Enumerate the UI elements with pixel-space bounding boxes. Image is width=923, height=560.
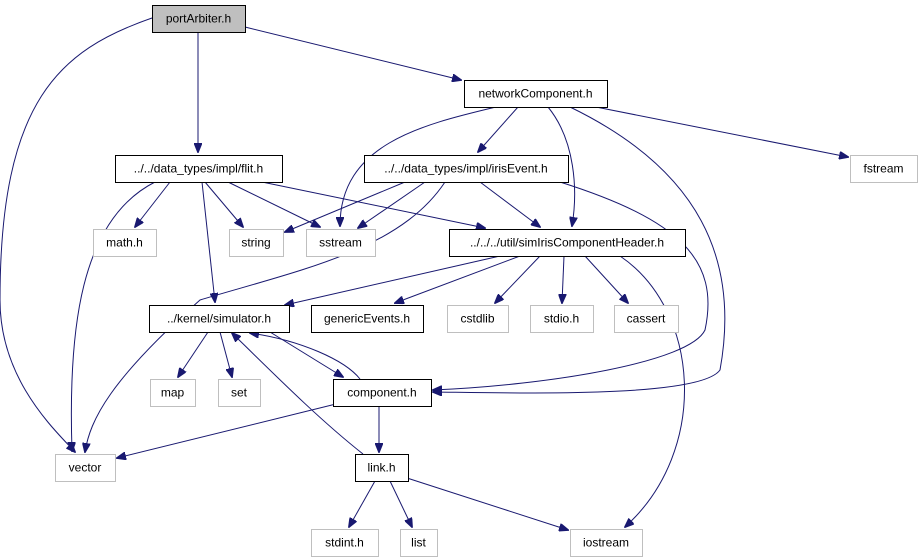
node-iostream: iostream [570, 529, 643, 557]
edge-flit-to-simIris [261, 181, 485, 228]
edge-flit-to-math [135, 181, 171, 227]
node-box-sstream [306, 229, 376, 257]
node-label-component: component.h [347, 386, 416, 400]
node-label-map: map [161, 386, 185, 400]
node-box-cstdlib [447, 305, 509, 333]
node-box-networkComponent [464, 80, 608, 108]
node-label-simulator: ../kernel/simulator.h [167, 312, 271, 326]
node-label-sstream: sstream [319, 236, 362, 250]
edge-simIris-to-stdio [562, 255, 564, 303]
node-label-cstdlib: cstdlib [460, 312, 494, 326]
edge-simIris-to-cstdlib [495, 255, 541, 303]
node-simIris[interactable]: ../../../util/simIrisComponentHeader.h [449, 229, 686, 257]
node-label-iostream: iostream [583, 536, 629, 550]
node-map: map [150, 379, 196, 407]
edge-simulator-to-set [219, 331, 232, 377]
edge-link-to-stdint [349, 480, 376, 527]
edge-component-to-simulator [250, 333, 361, 380]
node-box-stdio [530, 305, 594, 333]
node-label-string: string [241, 236, 270, 250]
node-box-string [229, 229, 284, 257]
edge-flit-to-sstream [227, 181, 320, 227]
node-sstream: sstream [306, 229, 376, 257]
node-component[interactable]: component.h [333, 379, 432, 407]
node-box-simulator [149, 305, 290, 333]
node-box-portArbiter [152, 5, 246, 33]
edge-networkComponent-to-component [433, 106, 726, 393]
node-math: math.h [93, 229, 157, 257]
edge-irisEvent-to-simIris [479, 181, 540, 227]
edge-networkComponent-to-fstream [595, 106, 848, 157]
node-box-vector [55, 454, 116, 482]
node-portArbiter: portArbiter.h [152, 5, 246, 33]
node-label-flit: ../../data_types/impl/flit.h [134, 162, 263, 176]
node-label-cassert: cassert [627, 312, 666, 326]
node-label-irisEvent: ../../data_types/impl/irisEvent.h [384, 162, 547, 176]
node-box-simIris [449, 229, 686, 257]
node-label-stdio: stdio.h [544, 312, 579, 326]
node-cassert: cassert [614, 305, 679, 333]
node-box-set [218, 379, 261, 407]
node-box-irisEvent [364, 155, 569, 183]
node-label-link: link.h [367, 461, 395, 475]
edge-component-to-vector [117, 402, 341, 458]
edge-flit-to-string [204, 181, 243, 227]
node-box-math [93, 229, 157, 257]
node-vector: vector [55, 454, 116, 482]
edge-portArbiter-to-networkComponent [244, 26, 461, 80]
edge-simIris-to-iostream [619, 255, 685, 527]
edge-simIris-to-simulator [285, 255, 501, 305]
node-simulator[interactable]: ../kernel/simulator.h [149, 305, 290, 333]
node-irisEvent[interactable]: ../../data_types/impl/irisEvent.h [364, 155, 569, 183]
node-label-list: list [411, 536, 426, 550]
node-box-genericEvents [311, 305, 424, 333]
edge-link-to-iostream [406, 477, 568, 530]
node-box-component [333, 379, 432, 407]
node-genericEvents[interactable]: genericEvents.h [311, 305, 424, 333]
node-flit[interactable]: ../../data_types/impl/flit.h [115, 155, 283, 183]
edge-irisEvent-to-vector [85, 181, 446, 452]
node-label-set: set [231, 386, 248, 400]
edge-networkComponent-to-simIris [547, 106, 575, 226]
edge-simIris-to-genericEvents [395, 255, 521, 303]
node-label-vector: vector [69, 461, 102, 475]
node-label-portArbiter: portArbiter.h [166, 12, 231, 26]
edge-irisEvent-to-string [285, 181, 406, 232]
edge-flit-to-vector [71, 181, 156, 451]
node-list: list [400, 529, 438, 557]
node-box-iostream [570, 529, 643, 557]
node-label-fstream: fstream [863, 162, 903, 176]
edge-networkComponent-to-irisEvent [478, 106, 519, 152]
edge-flit-to-simulator [201, 181, 215, 302]
node-label-stdint: stdint.h [325, 536, 364, 550]
node-box-map [150, 379, 196, 407]
node-box-fstream [850, 155, 918, 183]
edge-irisEvent-to-sstream [358, 181, 426, 228]
edge-link-to-list [389, 480, 412, 527]
edge-portArbiter-to-vector [0, 17, 153, 452]
node-stdio: stdio.h [530, 305, 594, 333]
node-stdint: stdint.h [311, 529, 379, 557]
edge-simIris-to-cassert [584, 255, 628, 303]
edge-irisEvent-to-component [433, 181, 709, 390]
node-box-flit [115, 155, 283, 183]
node-cstdlib: cstdlib [447, 305, 509, 333]
node-label-networkComponent: networkComponent.h [478, 87, 592, 101]
edge-simulator-to-map [178, 331, 209, 377]
node-label-simIris: ../../../util/simIrisComponentHeader.h [470, 236, 664, 250]
edge-link-to-simulator [232, 333, 364, 455]
node-string: string [229, 229, 284, 257]
node-label-math: math.h [106, 236, 143, 250]
node-set: set [218, 379, 261, 407]
node-link[interactable]: link.h [355, 454, 409, 482]
node-box-cassert [614, 305, 679, 333]
node-networkComponent[interactable]: networkComponent.h [464, 80, 608, 108]
node-label-genericEvents: genericEvents.h [324, 312, 410, 326]
node-fstream: fstream [850, 155, 918, 183]
node-box-stdint [311, 529, 379, 557]
node-box-list [400, 529, 438, 557]
node-box-link [355, 454, 409, 482]
